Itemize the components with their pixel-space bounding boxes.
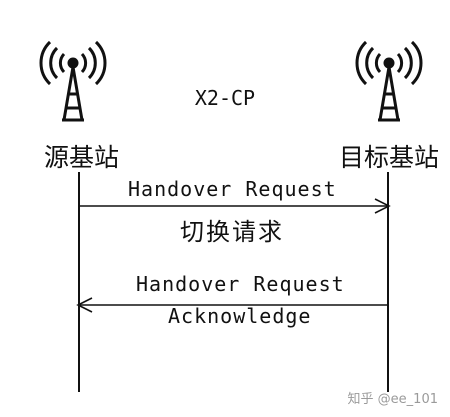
message-2-line-2: Acknowledge (168, 304, 312, 328)
message-arrow-handover-request-ack (76, 297, 388, 313)
right-antenna-icon (355, 40, 423, 122)
watermark-text: 知乎 @ee_101 (347, 392, 438, 407)
message-arrow-handover-request (79, 198, 391, 214)
source-node-label: 源基站 (44, 145, 120, 172)
message-2-line-1: Handover Request (136, 272, 345, 296)
message-1-line-2: 切换请求 (180, 220, 284, 246)
message-1-line-1: Handover Request (128, 177, 337, 201)
left-antenna-icon (39, 40, 107, 122)
target-node-label: 目标基站 (339, 145, 440, 172)
interface-title: X2-CP (194, 86, 256, 110)
